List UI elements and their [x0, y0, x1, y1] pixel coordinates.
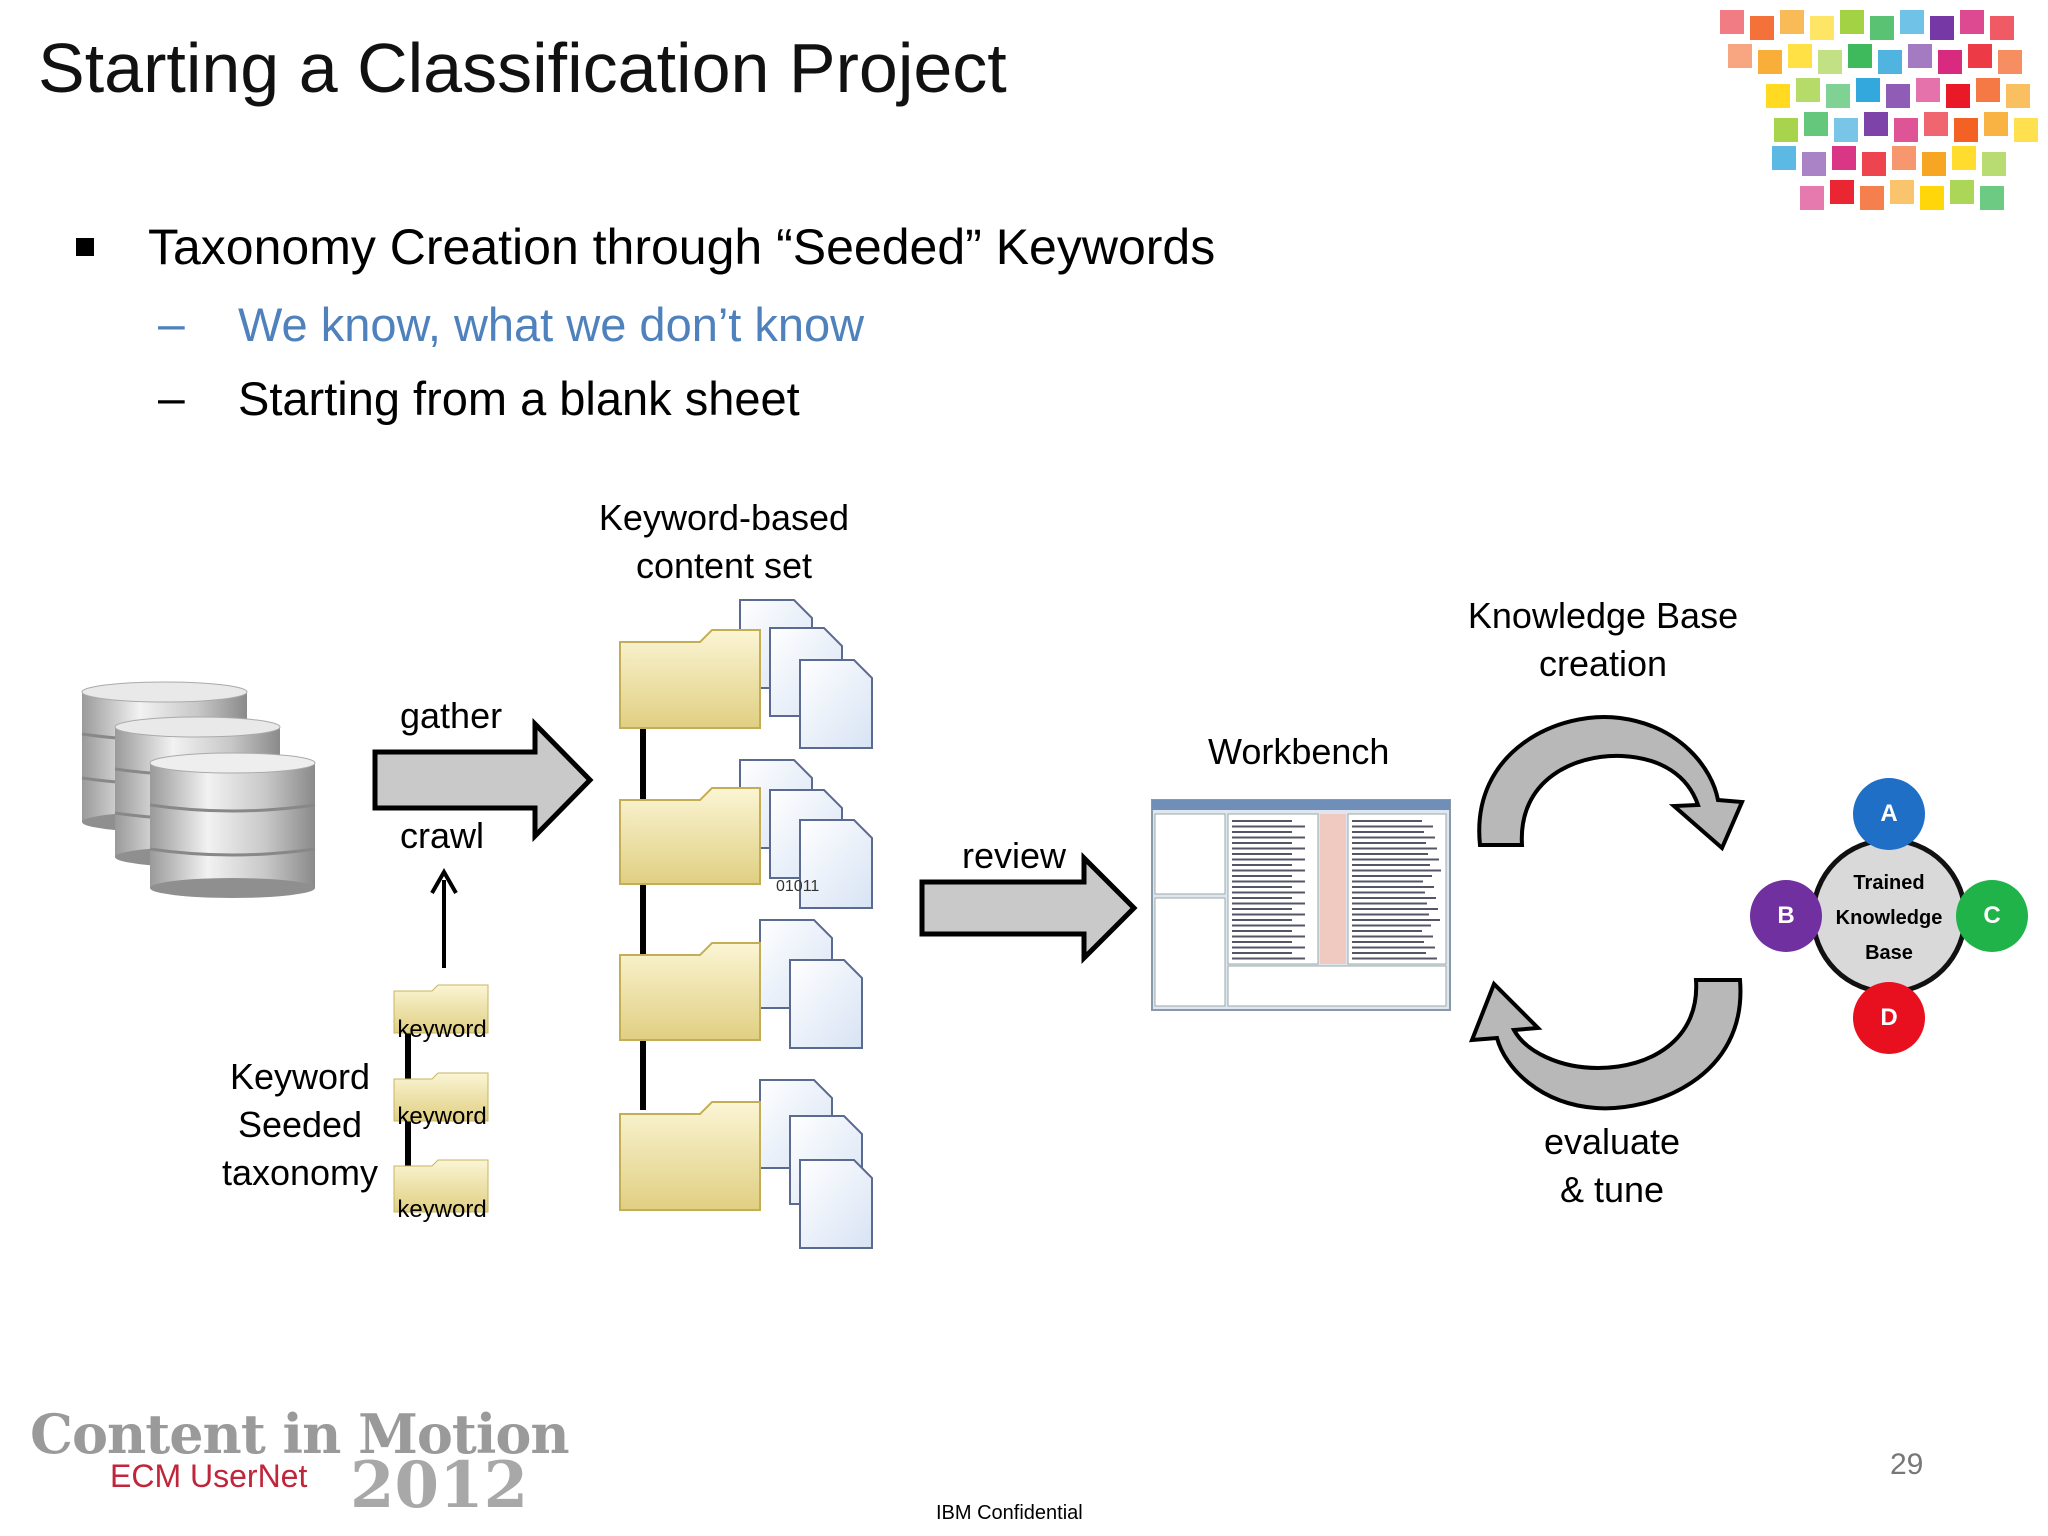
evaluate-line: evaluate [1543, 1121, 1681, 1162]
sub-bullet-dash: – [158, 298, 185, 351]
sub-bullet-1: We know, what we don’t know [238, 298, 865, 351]
page-number: 29 [1890, 1448, 1924, 1481]
folder-icon [619, 629, 761, 729]
evaluate-label: evaluate & tune [1522, 1118, 1702, 1214]
taxonomy-line: Seeded [237, 1104, 363, 1145]
folder-icon [619, 942, 761, 1041]
content-set-label: Keyword-based content set [580, 494, 868, 590]
gather-label: gather [400, 695, 503, 736]
keyword-folders [393, 984, 489, 1213]
crawl-label: crawl [400, 815, 485, 856]
review-arrow [919, 851, 1138, 965]
keyword-tag: keyword [397, 1016, 487, 1043]
trained-kb-line: Base [1865, 942, 1913, 964]
evaluate-line: & tune [1559, 1169, 1665, 1210]
bullet-marker [76, 238, 94, 256]
node-c: C [1956, 880, 2028, 952]
workbench-screenshot [1151, 799, 1451, 1011]
keyword-seeded-taxonomy-label: Keyword Seeded taxonomy [220, 1053, 380, 1197]
cycle-arrow-bottom [1468, 978, 1743, 1111]
logo-content-in-motion: Content in Motion [30, 1402, 570, 1466]
confidential-footer: IBM Confidential [936, 1502, 1083, 1524]
content-set-line: Keyword-based [598, 497, 850, 538]
sub-bullet-dash: – [158, 372, 185, 425]
review-label: review [962, 835, 1067, 876]
kb-creation-line: creation [1538, 643, 1668, 684]
slide-title: Starting a Classification Project [38, 29, 1007, 107]
trained-kb-line: Trained [1853, 872, 1925, 894]
database-icon [81, 681, 316, 898]
keyword-tag: keyword [397, 1103, 487, 1130]
logo-year: 2012 [350, 1448, 529, 1523]
decorative-cubes [1720, 10, 2038, 210]
binary-mark: 01011 [776, 878, 820, 895]
up-arrow [430, 867, 458, 968]
node-a: A [1853, 778, 1925, 850]
gather-arrow [372, 717, 594, 843]
kb-creation-label: Knowledge Base creation [1460, 592, 1746, 688]
trained-kb-line: Knowledge [1835, 907, 1943, 929]
node-d: D [1853, 982, 1925, 1054]
folder-icon [619, 1101, 761, 1211]
main-bullet: Taxonomy Creation through “Seeded” Keywo… [148, 219, 1216, 275]
cycle-arrow-top [1477, 715, 1745, 852]
taxonomy-line: taxonomy [221, 1152, 379, 1193]
node-b: B [1750, 880, 1822, 952]
kb-creation-line: Knowledge Base [1467, 595, 1739, 636]
sub-bullet-2: Starting from a blank sheet [238, 372, 800, 425]
folder-icon [619, 787, 761, 885]
content-set-line: content set [635, 545, 813, 586]
content-set [619, 599, 873, 1249]
keyword-tag: keyword [397, 1196, 487, 1223]
logo-ecm-usernet: ECM UserNet [110, 1458, 308, 1494]
trained-kb-label: Trained Knowledge Base [1829, 866, 1949, 971]
taxonomy-line: Keyword [229, 1056, 371, 1097]
workbench-label: Workbench [1208, 731, 1390, 772]
